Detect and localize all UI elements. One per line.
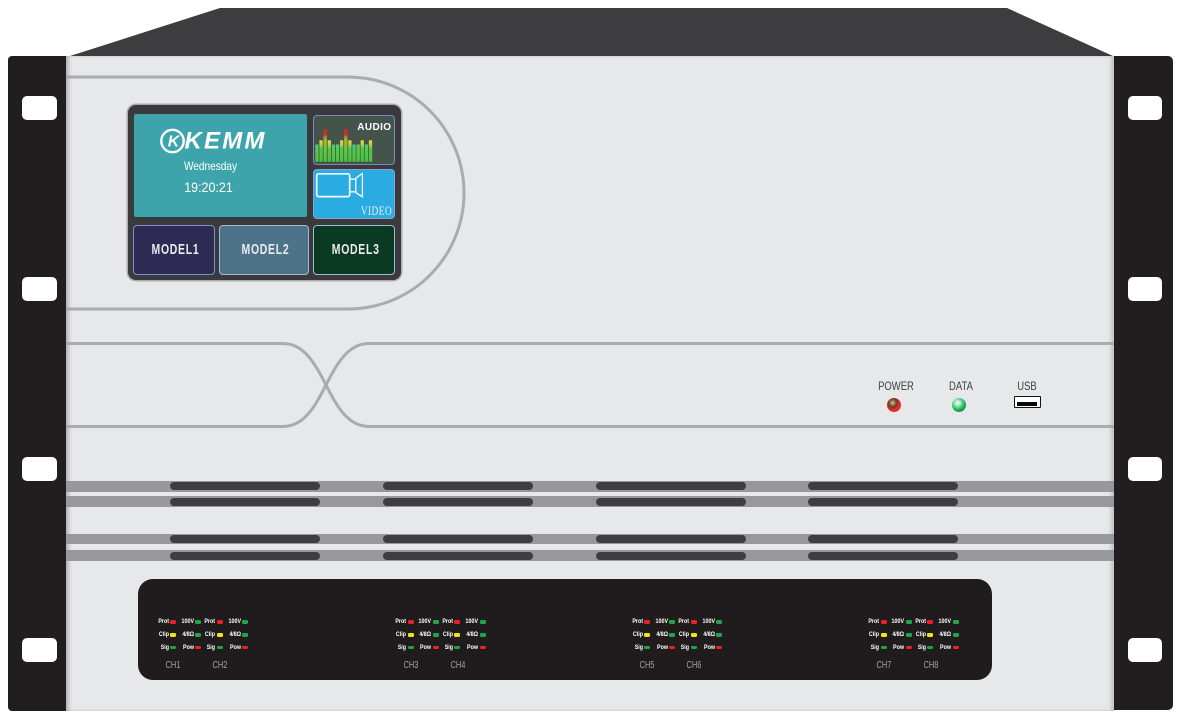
svg-text:K: K (167, 133, 180, 150)
svg-text:KEMM: KEMM (184, 127, 266, 154)
